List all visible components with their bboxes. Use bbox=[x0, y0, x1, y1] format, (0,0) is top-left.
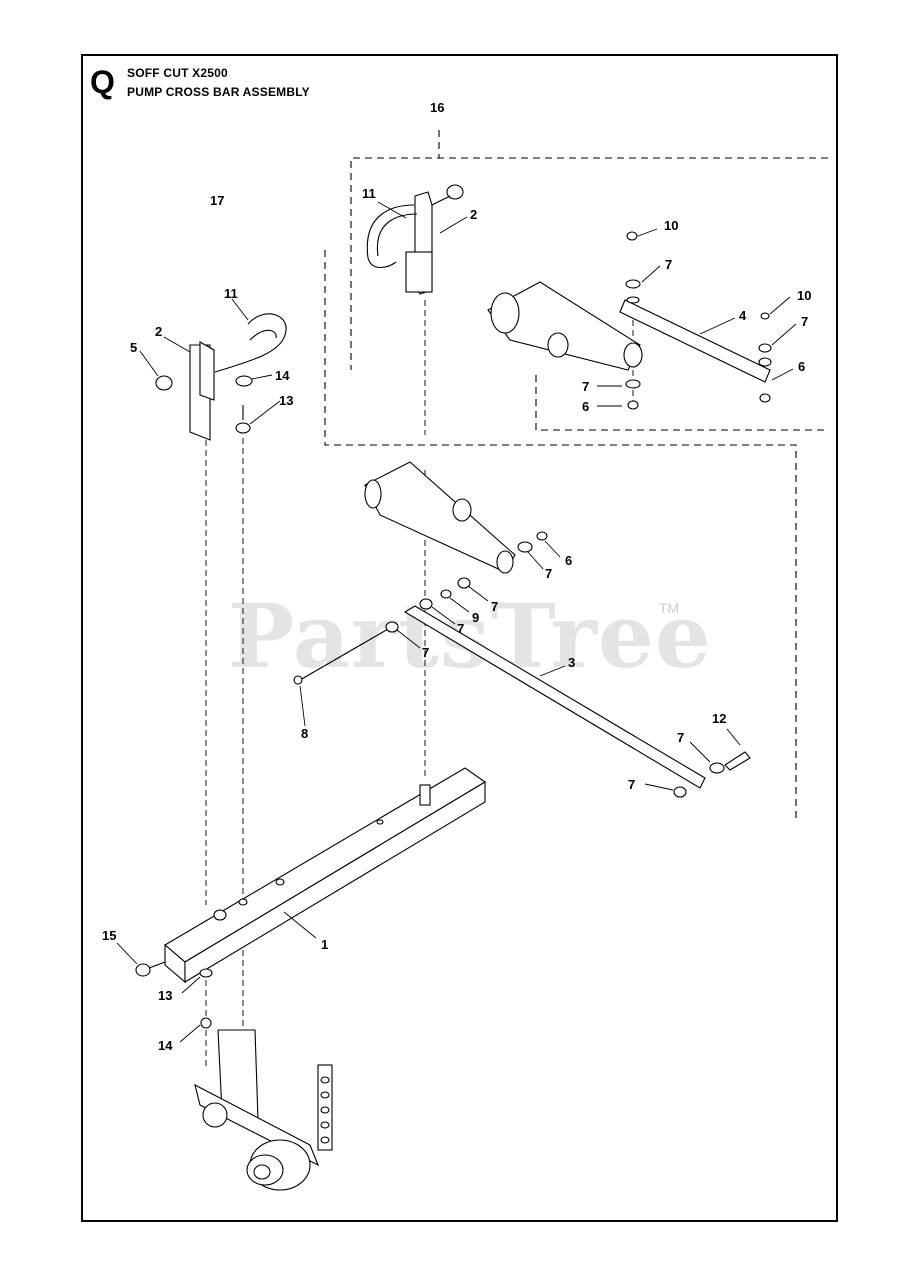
callout-5: 5 bbox=[130, 340, 137, 355]
callout-11-inset: 11 bbox=[362, 186, 376, 201]
bracket-2-left bbox=[155, 313, 287, 441]
link-3 bbox=[293, 577, 751, 798]
wheel-assembly bbox=[194, 1029, 333, 1191]
section-letter: Q bbox=[90, 64, 115, 100]
callout-7-inset-bottom: 7 bbox=[582, 379, 589, 394]
callout-12: 12 bbox=[712, 711, 726, 726]
callout-10-inset-right: 10 bbox=[797, 288, 811, 303]
callout-9: 9 bbox=[472, 610, 479, 625]
callout-1: 1 bbox=[321, 937, 328, 952]
assembly-centerlines bbox=[205, 300, 634, 1070]
callout-leaders bbox=[116, 201, 797, 1043]
callout-3: 3 bbox=[568, 655, 575, 670]
cross-bar-1 bbox=[135, 767, 487, 1029]
callout-15: 15 bbox=[102, 928, 116, 943]
callout-2: 2 bbox=[155, 324, 162, 339]
callout-4: 4 bbox=[739, 308, 747, 323]
callout-17: 17 bbox=[210, 193, 224, 208]
callout-7-mid-c: 7 bbox=[457, 621, 464, 636]
callout-7-mid-a: 7 bbox=[545, 566, 552, 581]
callout-8: 8 bbox=[301, 726, 308, 741]
callout-13-top: 13 bbox=[279, 393, 293, 408]
callout-13-bottom: 13 bbox=[158, 988, 172, 1003]
callout-6-mid: 6 bbox=[565, 553, 572, 568]
callout-7-right-a: 7 bbox=[677, 730, 684, 745]
callout-6-inset-right: 6 bbox=[798, 359, 805, 374]
partstree-watermark: PartsTree bbox=[228, 584, 712, 688]
callout-14-top: 14 bbox=[275, 368, 290, 383]
trademark-mark: TM bbox=[659, 600, 680, 616]
bracket-2-inset bbox=[366, 184, 464, 295]
callout-7-inset-right: 7 bbox=[801, 314, 808, 329]
callout-16: 16 bbox=[430, 100, 444, 115]
callout-11: 11 bbox=[224, 286, 238, 301]
kit-16-boundary bbox=[324, 130, 828, 820]
diagram-title-model: SOFF CUT X2500 bbox=[127, 66, 228, 80]
actuator-inset bbox=[487, 231, 772, 410]
callout-6-inset-bottom: 6 bbox=[582, 399, 589, 414]
actuator-mid bbox=[364, 461, 548, 574]
callout-14-bottom: 14 bbox=[158, 1038, 173, 1053]
callout-10-inset: 10 bbox=[664, 218, 678, 233]
callout-7-mid-b: 7 bbox=[491, 599, 498, 614]
callout-7-inset-top: 7 bbox=[665, 257, 672, 272]
diagram-title-assembly: PUMP CROSS BAR ASSEMBLY bbox=[127, 85, 310, 99]
callout-7-mid-d: 7 bbox=[422, 645, 429, 660]
callout-2-inset: 2 bbox=[470, 207, 477, 222]
callout-7-right-b: 7 bbox=[628, 777, 635, 792]
